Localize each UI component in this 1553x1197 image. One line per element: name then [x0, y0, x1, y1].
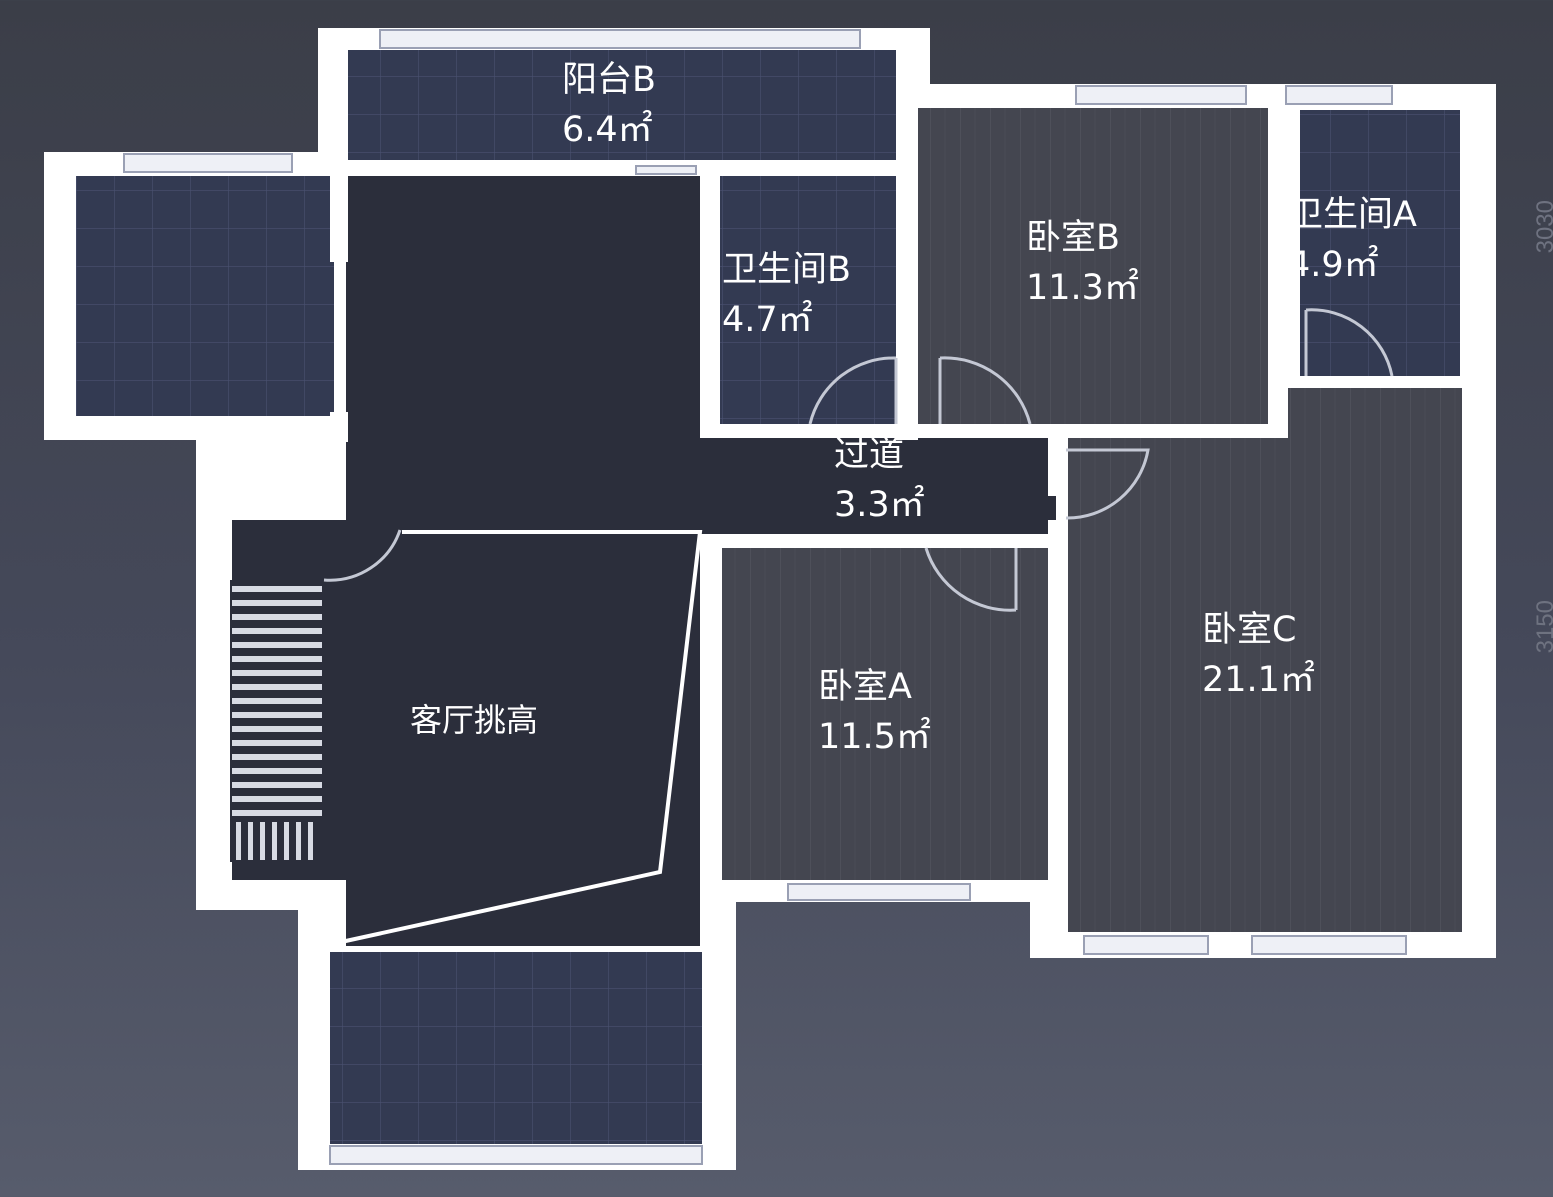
windows: [123, 29, 1407, 1165]
room-name: 客厅挑高: [410, 701, 539, 739]
stair-tread: [232, 642, 322, 648]
stair-tread: [232, 768, 322, 774]
bath-a-floor: [1300, 110, 1460, 376]
room-name: 阳台B: [562, 60, 657, 100]
room-name: 卫生间B: [722, 250, 852, 290]
stair-winder: [236, 822, 241, 860]
stair-winder: [248, 822, 253, 860]
living-door: [323, 529, 402, 582]
west-balcony-floor: [76, 176, 334, 416]
stair-tread: [232, 726, 322, 732]
floors: [76, 50, 1462, 1144]
stair-base: [230, 580, 324, 862]
room-label-bedroom-b: 卧室B 11.3㎡: [1026, 213, 1139, 313]
room-label-bedroom-a: 卧室A 11.5㎡: [818, 662, 931, 762]
doors: [323, 308, 1394, 612]
bedroom-a-floor: [722, 548, 1048, 882]
bath-b-floor: [720, 176, 896, 424]
bath-a-door: [1304, 308, 1394, 377]
balcony-b-floor: [348, 50, 896, 162]
room-label-living-void: 客厅挑高: [410, 695, 538, 745]
room-area: 21.1㎡: [1202, 660, 1315, 700]
room-label-bath-a: 卫生间A 4.9㎡: [1288, 190, 1417, 290]
room-label-corridor: 过道 3.3㎡: [834, 430, 925, 530]
stair-tread: [232, 628, 322, 634]
stair-tread: [232, 810, 322, 816]
room-area: 6.4㎡: [562, 110, 653, 150]
room-name: 过道: [834, 435, 905, 475]
stair-tread: [232, 670, 322, 676]
stair-winder: [272, 822, 277, 860]
living-open-area: [232, 176, 1056, 946]
room-name: 卫生间A: [1288, 195, 1417, 235]
bedroom-b-floor: [918, 108, 1268, 424]
stair-tread: [232, 586, 322, 592]
stair-tread: [232, 656, 322, 662]
stair-tread: [232, 796, 322, 802]
room-area: 3.3㎡: [834, 485, 925, 525]
stair-tread: [232, 600, 322, 606]
room-name: 卧室B: [1026, 218, 1121, 258]
room-name: 卧室C: [1202, 610, 1297, 650]
room-label-bedroom-c: 卧室C 21.1㎡: [1202, 605, 1315, 705]
room-label-balcony-b: 阳台B 6.4㎡: [562, 55, 656, 155]
south-balcony-floor: [330, 952, 702, 1144]
stair-winder: [296, 822, 301, 860]
stair-tread: [232, 754, 322, 760]
stair-tread: [232, 614, 322, 620]
stair-tread: [232, 712, 322, 718]
room-name: 卧室A: [818, 667, 912, 707]
stair-tread: [232, 782, 322, 788]
stair-tread: [232, 698, 322, 704]
bedroom-a-door: [924, 547, 1018, 612]
bedroom-c-floor: [1068, 388, 1462, 932]
staircase: [230, 580, 324, 862]
living-void-outline: [331, 530, 703, 946]
stair-tread: [232, 740, 322, 746]
stair-winder: [260, 822, 265, 860]
room-label-bath-b: 卫生间B 4.7㎡: [722, 245, 851, 345]
edge-dimension-mid: 3150: [1532, 600, 1553, 654]
stair-winder: [308, 822, 313, 860]
stair-winder: [284, 822, 289, 860]
room-area: 11.5㎡: [818, 717, 931, 757]
edge-dimension-top: 3030: [1532, 200, 1553, 254]
stair-tread: [232, 684, 322, 690]
room-area: 4.7㎡: [722, 300, 813, 340]
room-area: 4.9㎡: [1288, 245, 1379, 285]
bedroom-b-door: [938, 356, 1032, 425]
bedroom-c-door: [1065, 448, 1150, 520]
bath-b-door: [808, 356, 898, 425]
room-area: 11.3㎡: [1026, 268, 1139, 308]
